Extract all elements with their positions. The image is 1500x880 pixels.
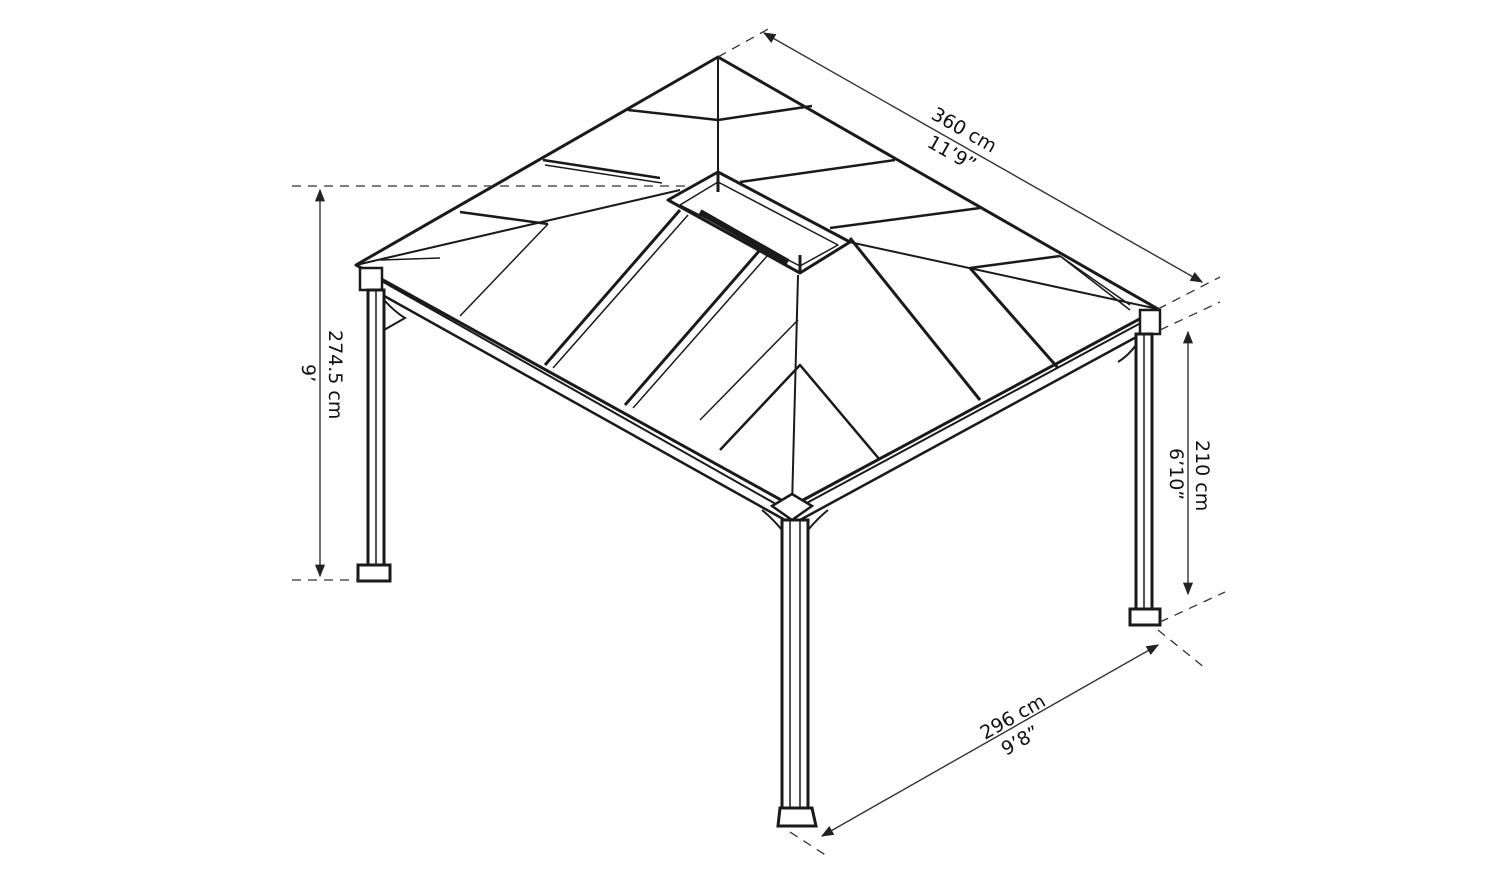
post-front bbox=[761, 492, 829, 828]
posts bbox=[356, 266, 1162, 828]
total-height-imperial-label: 9’ bbox=[297, 364, 319, 382]
roof bbox=[354, 55, 1160, 522]
roof-vent-cap bbox=[666, 170, 852, 275]
dimension-lines bbox=[292, 27, 1226, 859]
side-height-metric-label: 210 cm bbox=[1191, 440, 1213, 511]
side-height-imperial-label: 6’10” bbox=[1165, 448, 1187, 500]
post-right bbox=[1117, 308, 1162, 627]
post-left bbox=[356, 266, 407, 583]
total-height-metric-label: 274.5 cm bbox=[324, 330, 346, 419]
